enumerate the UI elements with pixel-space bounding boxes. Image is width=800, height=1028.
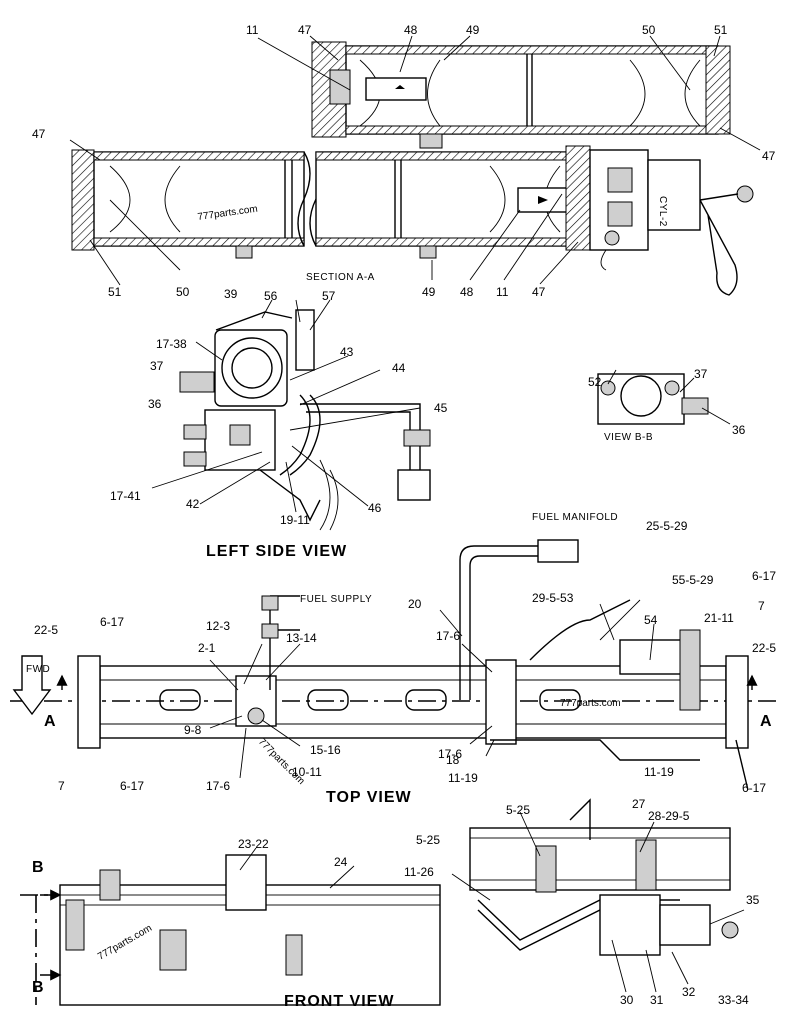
left-side-view-title: LEFT SIDE VIEW xyxy=(206,543,347,560)
callout: 20 xyxy=(408,597,422,611)
callout: 55-5-29 xyxy=(672,573,714,587)
callout: 13-14 xyxy=(286,631,317,645)
section-aa-title: SECTION A-A xyxy=(306,272,375,283)
callout: 48 xyxy=(404,23,418,37)
fwd-label: FWD xyxy=(26,664,50,675)
callout: 11-19 xyxy=(644,765,674,779)
callout: 56 xyxy=(264,289,278,303)
callout: 27 xyxy=(632,797,646,811)
callout: 47 xyxy=(762,149,776,163)
callout: 32 xyxy=(682,985,696,999)
view-bb-title: VIEW B-B xyxy=(604,432,653,443)
forward-arrow-icon: FWD xyxy=(12,655,52,716)
top-view-drawing xyxy=(10,539,780,791)
callout: 17-6 xyxy=(436,629,460,643)
callout: 51 xyxy=(108,285,122,299)
top-view-title: TOP VIEW xyxy=(326,789,412,806)
section-marker-a-left: A xyxy=(44,713,57,730)
callout: 31 xyxy=(650,993,664,1007)
callout: 42 xyxy=(186,497,200,511)
callout: 7 xyxy=(758,599,765,613)
callout: 57 xyxy=(322,289,336,303)
callout: 52 xyxy=(588,375,602,389)
callout: 5-25 xyxy=(506,803,530,817)
callout: 19-11 xyxy=(280,513,310,527)
callout: 29-5-53 xyxy=(532,591,574,605)
callout: 28-29-5 xyxy=(648,809,690,823)
callout: 47 xyxy=(532,285,546,299)
callout: 43 xyxy=(340,345,354,359)
callout: 44 xyxy=(392,361,406,375)
callout: 54 xyxy=(644,613,658,627)
callout: 30 xyxy=(620,993,634,1007)
callout: 17-6 xyxy=(206,779,230,793)
callout: 6-17 xyxy=(100,615,124,629)
section-marker-a-right: A xyxy=(760,713,773,730)
watermark: 777parts.com xyxy=(256,736,307,787)
callout: 33-34 xyxy=(718,993,749,1007)
section-aa-callouts: 11 47 48 49 50 51 47 47 51 50 48 11 47 4… xyxy=(32,23,776,299)
callout: 37 xyxy=(694,367,708,381)
callout: 10-11 xyxy=(292,765,322,779)
callout: 11 xyxy=(496,285,509,299)
callout: 21-11 xyxy=(704,611,734,625)
callout: 6-17 xyxy=(120,779,144,793)
callout: 6-17 xyxy=(752,569,776,583)
callout: 50 xyxy=(176,285,190,299)
left-side-view-drawing xyxy=(179,309,431,531)
callout: 35 xyxy=(746,893,760,907)
callout: 18 xyxy=(446,753,460,767)
section-aa-upper-cylinder xyxy=(311,41,731,149)
callout: 17-41 xyxy=(110,489,141,503)
callout: 51 xyxy=(714,23,728,37)
callout: 11-26 xyxy=(404,865,434,879)
watermark: 777parts.com xyxy=(560,698,621,709)
callout: 15-16 xyxy=(310,743,341,757)
callout: 7 xyxy=(58,779,65,793)
callout: 39 xyxy=(224,287,238,301)
front-view-callouts: 27 5-25 28-29-5 5-25 23-22 24 11-26 35 3… xyxy=(238,797,760,1007)
callout: 46 xyxy=(368,501,382,515)
front-view-drawing xyxy=(20,798,739,1006)
callout: 49 xyxy=(422,285,436,299)
callout: 48 xyxy=(460,285,474,299)
cyl-label: CYL-2 xyxy=(657,196,668,227)
view-bb-callouts: 52 37 36 xyxy=(588,367,746,437)
fuel-manifold-note: FUEL MANIFOLD xyxy=(532,512,618,523)
leader-lines xyxy=(69,35,761,993)
callout: 47 xyxy=(32,127,46,141)
top-view-callouts: 25-5-29 29-5-53 20 55-5-29 6-17 21-11 7 … xyxy=(34,519,776,795)
view-bb-drawing xyxy=(597,373,709,425)
callout: 36 xyxy=(148,397,162,411)
fuel-supply-note: FUEL SUPPLY xyxy=(300,594,372,605)
section-marker-b-top: B xyxy=(32,859,45,876)
callout: 37 xyxy=(150,359,164,373)
callout: 11-19 xyxy=(448,771,478,785)
callout: 22-5 xyxy=(34,623,58,637)
left-side-callouts: 39 56 57 17-38 43 37 44 36 45 17-41 42 1… xyxy=(110,287,448,527)
callout: 47 xyxy=(298,23,312,37)
callout: 9-8 xyxy=(184,723,202,737)
callout: 45 xyxy=(434,401,448,415)
callout: 5-25 xyxy=(416,833,440,847)
callout: 12-3 xyxy=(206,619,230,633)
callout: 17-38 xyxy=(156,337,187,351)
callout: 23-22 xyxy=(238,837,269,851)
callout: 11 xyxy=(246,23,259,37)
section-marker-b-bottom: B xyxy=(32,979,45,996)
callout: 25-5-29 xyxy=(646,519,688,533)
front-view-title: FRONT VIEW xyxy=(284,993,394,1010)
callout: 50 xyxy=(642,23,656,37)
callout: 6-17 xyxy=(742,781,766,795)
callout: 22-5 xyxy=(752,641,776,655)
callout: 17-6 xyxy=(438,747,462,761)
section-aa-lower-cylinder xyxy=(71,145,754,296)
callout: 49 xyxy=(466,23,480,37)
callout: 36 xyxy=(732,423,746,437)
callout: 2-1 xyxy=(198,641,216,655)
callout: 24 xyxy=(334,855,348,869)
